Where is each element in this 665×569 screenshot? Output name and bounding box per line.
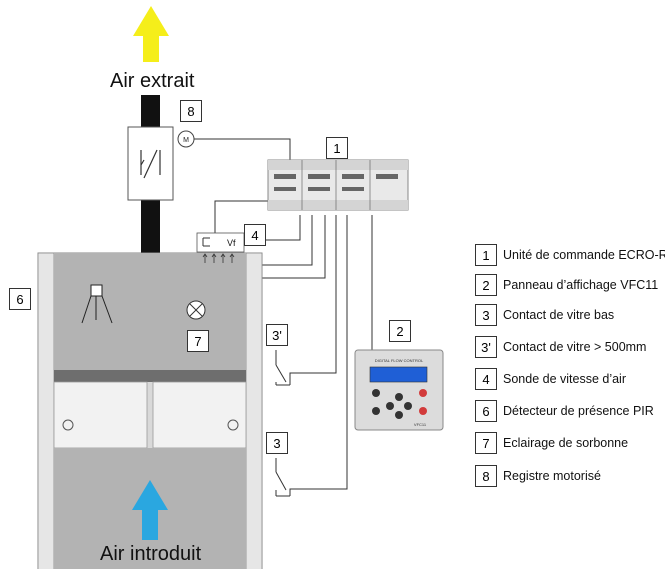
legend-text: Contact de vitre bas	[503, 308, 615, 322]
hood-right-post	[245, 252, 263, 569]
damper-icon	[140, 149, 161, 179]
pir-sensor-icon	[81, 284, 113, 324]
switch-icon	[275, 458, 290, 497]
legend-number: 8	[475, 465, 497, 487]
callout-8: 8	[180, 100, 202, 122]
sash-panel-right	[152, 381, 247, 449]
sash-handle-right	[227, 419, 239, 431]
legend-item: 1 Unité de commande ECRO-RV	[475, 244, 665, 266]
air-out-label: Air extrait	[110, 70, 195, 92]
legend-text: Registre motorisé	[503, 469, 601, 483]
legend-number: 2	[475, 274, 497, 296]
legend-item: 4 Sonde de vitesse d’air	[475, 368, 626, 390]
legend-number: 4	[475, 368, 497, 390]
panel-title: DIGITAL FLOW CONTROL	[375, 358, 424, 363]
legend-text: Contact de vitre > 500mm	[503, 340, 647, 354]
callout-2: 2	[389, 320, 411, 342]
sensor-vf-label: Vf	[227, 238, 236, 248]
legend-number: 7	[475, 432, 497, 454]
hood-sash-bar	[54, 370, 246, 382]
callout-6: 6	[9, 288, 31, 310]
legend-number: 3	[475, 304, 497, 326]
air-in-label: Air introduit	[100, 543, 202, 565]
callout-4: 4	[244, 224, 266, 246]
sash-panel-left	[53, 381, 148, 449]
control-unit	[267, 159, 409, 211]
lamp-icon	[186, 300, 206, 320]
legend-item: 6 Détecteur de présence PIR	[475, 400, 654, 422]
hood-left-post	[37, 252, 55, 569]
legend-text: Unité de commande ECRO-RV	[503, 248, 665, 262]
legend-item: 3 Contact de vitre bas	[475, 304, 614, 326]
legend-number: 1	[475, 244, 497, 266]
callout-3: 3	[266, 432, 288, 454]
legend-number: 3'	[475, 336, 497, 358]
legend-text: Sonde de vitesse d’air	[503, 372, 626, 386]
switch-icon	[275, 350, 290, 386]
callout-7: 7	[187, 330, 209, 352]
legend-item: 7 Eclairage de sorbonne	[475, 432, 628, 454]
panel-model: VFC11	[414, 422, 427, 427]
callout-1: 1	[326, 137, 348, 159]
callout-3-prime: 3'	[266, 324, 288, 346]
legend-text: Panneau d’affichage VFC11	[503, 278, 659, 292]
sash-handle-left	[62, 419, 74, 431]
legend-item: 3' Contact de vitre > 500mm	[475, 336, 646, 358]
air-speed-sensor	[196, 232, 245, 263]
legend-text: Eclairage de sorbonne	[503, 436, 629, 450]
svg-text:M: M	[183, 137, 189, 144]
legend-item: 8 Registre motorisé	[475, 465, 601, 487]
hood-upper-interior	[54, 253, 246, 370]
legend-text: Détecteur de présence PIR	[503, 404, 654, 418]
legend-number: 6	[475, 400, 497, 422]
exhaust-arrow	[133, 6, 169, 62]
intake-arrow	[132, 480, 168, 540]
display-panel	[354, 349, 444, 431]
legend-item: 2 Panneau d’affichage VFC11	[475, 274, 658, 296]
